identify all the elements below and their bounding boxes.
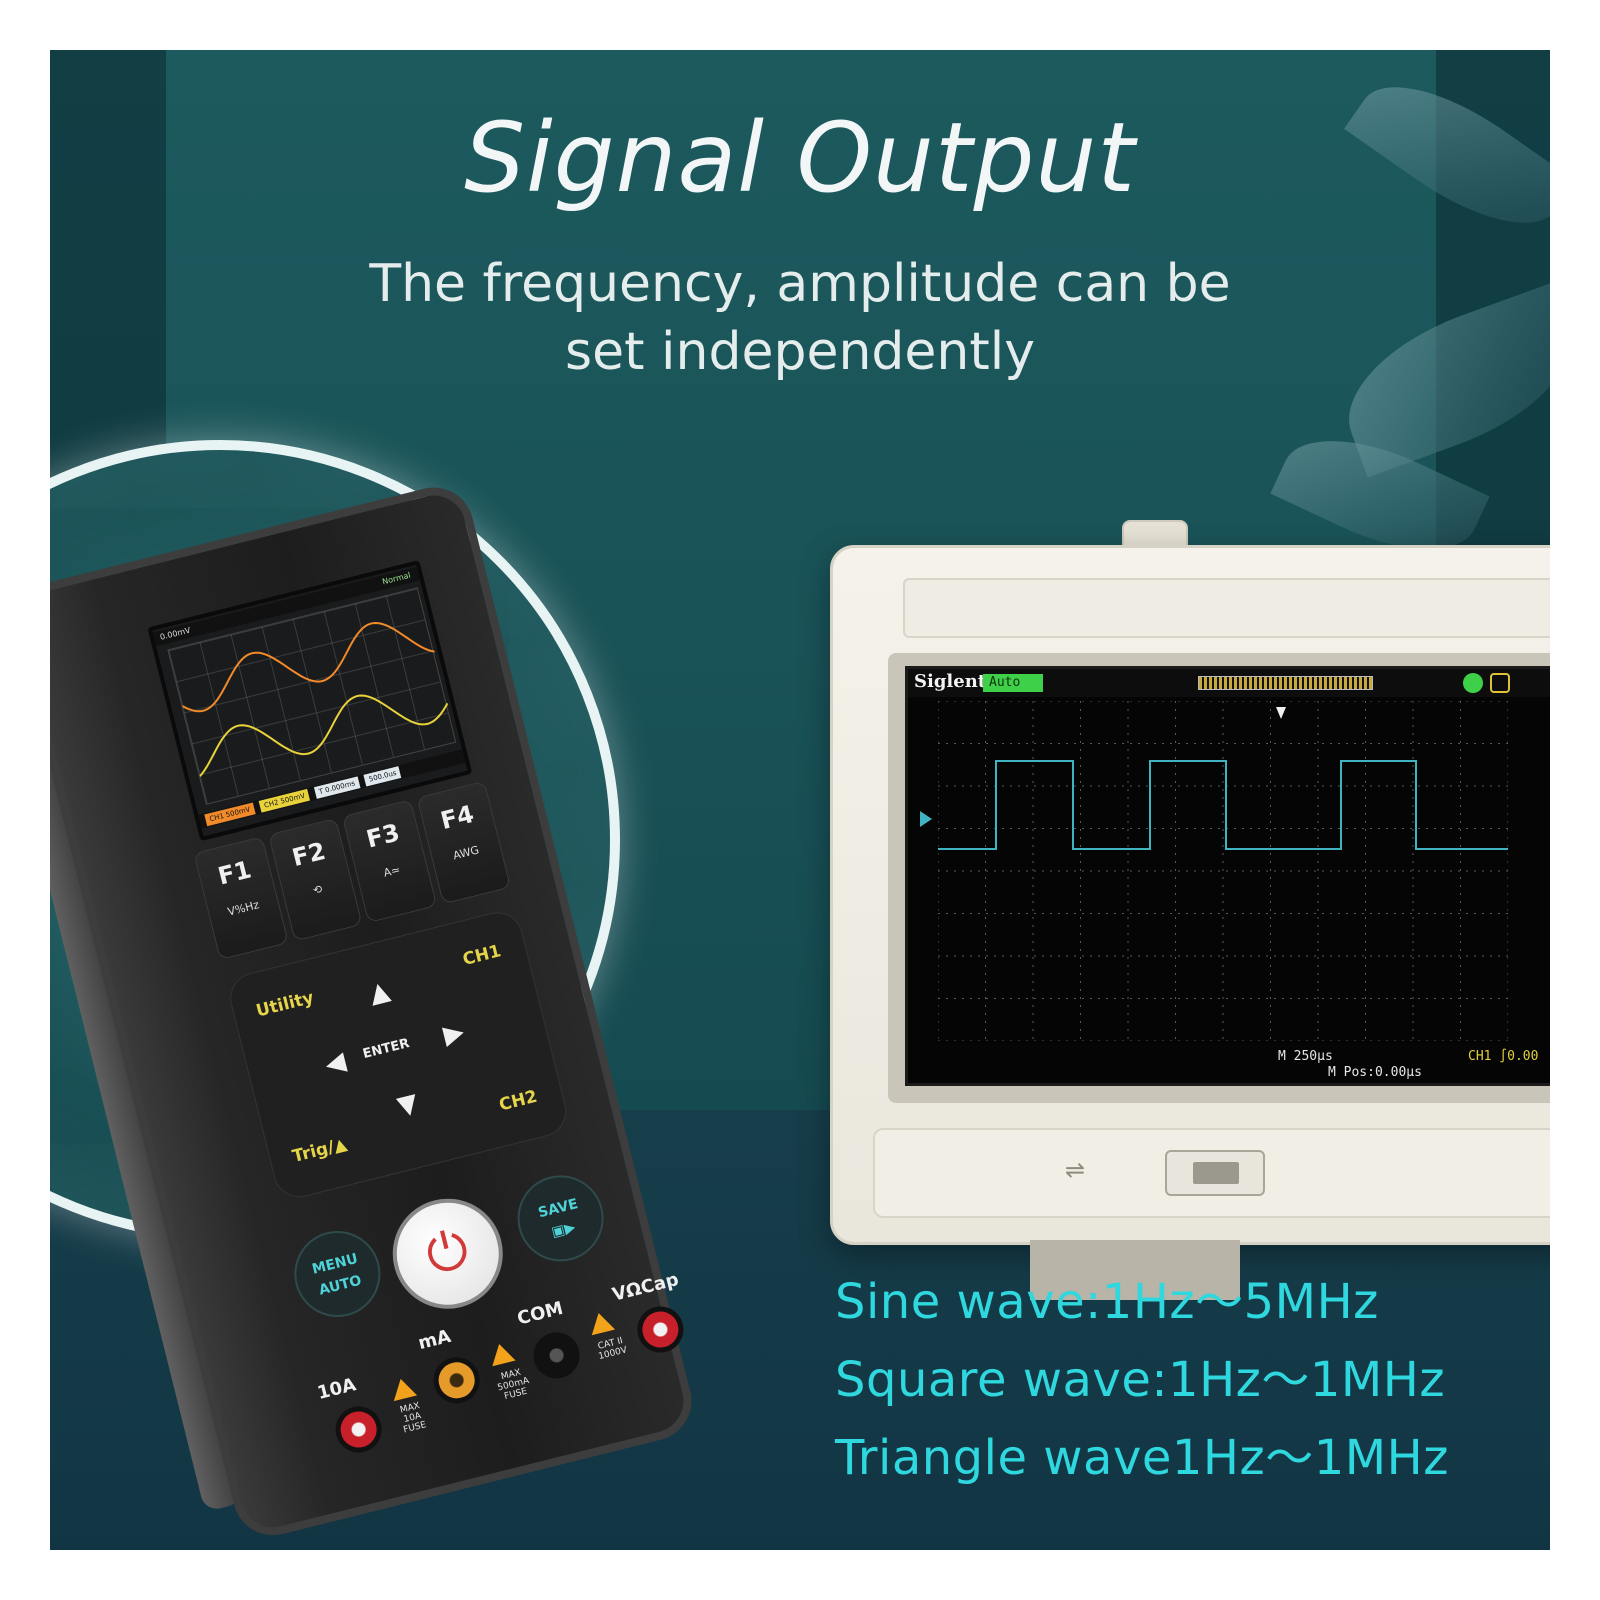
screen-readout: 0.00mV [159,625,192,642]
jack-label-vcap: VΩCap [610,1269,681,1306]
jack-com[interactable] [528,1327,585,1384]
bench-oscilloscope: Siglent Auto M 250μs M Pos:0.00μs CH1 ∫0… [830,545,1550,1245]
device-screen: 0.00mV Normal CH1 500mV CH2 500mV T 0.00… [147,560,473,842]
jack-label-com: COM [515,1297,566,1330]
square-waveform [938,760,1508,850]
ch1-marker-icon [920,811,932,827]
spec-sine: Sine wave:1Hz～5MHz [835,1274,1379,1330]
fkey-label: F3 [363,818,403,854]
fkey-label: F1 [215,855,255,891]
ch2-waveform [199,694,449,777]
trigger-marker-icon [1276,707,1286,719]
menu-auto-button[interactable]: MENU AUTO [285,1221,390,1327]
ch2-tag: CH2 500mV [258,788,311,813]
ch1-waveform [181,621,435,713]
scope-stand [1030,1240,1240,1300]
usb-port[interactable] [1165,1150,1265,1196]
arrow-up-icon[interactable]: ▲ [366,975,393,1010]
enter-button[interactable]: ENTER [361,1035,412,1063]
fkey-sub: ⟲ [311,882,324,898]
warning-icon [388,1375,418,1402]
scope-ch1-readout: CH1 ∫0.00 [1468,1049,1539,1064]
jack-label-10a: 10A [315,1374,359,1404]
fkey-sub: V%Hz [226,898,261,919]
scope-header: Siglent Auto [908,669,1550,697]
warning-icon [487,1341,516,1367]
ch2-button[interactable]: CH2 [497,1086,540,1116]
scope-usb-icon [1490,673,1510,693]
handheld-oscilloscope: 0.00mV Normal CH1 500mV CH2 500mV T 0.00… [50,450,821,1550]
scope-memory-bar [1198,676,1373,690]
scope-status-icon [1463,673,1483,693]
ch1-tag: CH1 500mV [204,802,256,827]
fkey-label: F2 [289,836,329,873]
cat-label: CAT II 1000V [596,1336,629,1363]
power-icon: ⏻ [420,1218,475,1287]
screen-grid [167,587,457,805]
arrow-down-icon[interactable]: ▼ [394,1088,421,1122]
scope-position: M Pos:0.00μs [1328,1065,1422,1080]
utility-button[interactable]: Utility [254,987,316,1022]
jack-vcap[interactable] [632,1301,689,1358]
power-button[interactable]: ⏻ [381,1187,515,1321]
usb-port-inner [1193,1162,1239,1184]
screen-waveforms [181,621,449,777]
fuse-label: MAX 10A FUSE [399,1401,428,1436]
fkey-sub: A≃ [382,863,402,880]
arrow-left-icon[interactable]: ◀ [322,1046,349,1081]
subtitle-line: set independently [565,322,1035,382]
timebase-tag: 500.0us [363,766,402,787]
jack-10a[interactable] [330,1401,387,1458]
scope-mode-tag: Auto [983,674,1043,692]
jack-label-ma: mA [416,1325,453,1355]
product-banner: Signal Output The frequency, amplitude c… [50,50,1550,1550]
scope-screen: Siglent Auto M 250μs M Pos:0.00μs CH1 ∫0… [905,666,1550,1086]
ch1-button[interactable]: CH1 [460,941,504,970]
fuse-label: MAX 500mA FUSE [496,1367,531,1403]
trig-button[interactable]: Trig/▲ [290,1134,350,1168]
spec-triangle: Triangle wave1Hz～1MHz [835,1430,1449,1486]
jack-ma[interactable] [428,1352,485,1409]
save-button[interactable]: SAVE ▣▶ [508,1166,613,1271]
screen-mode: Normal [381,570,412,587]
warning-icon [586,1310,616,1336]
scope-plot [938,701,1508,1041]
scope-top-panel [903,578,1550,638]
scope-grid [938,701,1508,1041]
navigation-pad: Utility CH1 Trig/▲ CH2 ▲ ▼ ◀ ▶ ENTER [224,906,572,1203]
usb-icon: ⇌ [1065,1156,1086,1184]
fkey-label: F4 [437,799,477,836]
page-subtitle: The frequency, amplitude can be set inde… [300,250,1300,386]
page-title: Signal Output [464,102,1136,214]
device-body: 0.00mV Normal CH1 500mV CH2 500mV T 0.00… [50,479,700,1544]
spec-square: Square wave:1Hz～1MHz [835,1352,1446,1408]
scope-timebase: M 250μs [1278,1049,1333,1064]
scope-brand: Siglent [914,671,987,692]
subtitle-line: The frequency, amplitude can be [369,254,1231,314]
scope-front-panel: ⇌ [873,1128,1550,1218]
time-tag: T 0.000ms [313,776,361,799]
arrow-right-icon[interactable]: ▶ [440,1016,468,1051]
fkey-sub: AWG [451,843,481,863]
